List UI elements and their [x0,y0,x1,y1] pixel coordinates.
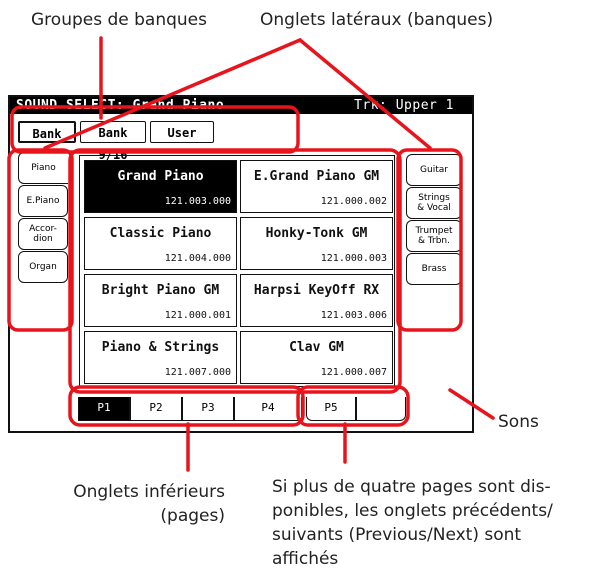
side-tab-brass[interactable]: Brass [406,253,462,285]
sound-number: 121.000.002 [320,196,387,207]
callout-more-pages-line4: affichés [272,549,339,569]
page-tab-p5[interactable]: P5 [306,397,356,421]
title-bar: SOUND SELECT: Grand Piano Trk: Upper 1 [10,97,472,114]
callout-sounds: Sons [498,412,539,432]
side-tab-strings-vocal[interactable]: Strings & Vocal [406,187,462,219]
screen-title: SOUND SELECT: Grand Piano [16,98,225,113]
sound-button-grand-piano[interactable]: Grand Piano 121.003.000 [84,160,237,213]
sound-button-egrand-piano-gm[interactable]: E.Grand Piano GM 121.000.002 [240,160,393,213]
sound-number: 121.000.007 [320,367,387,378]
sound-number: 121.000.003 [320,253,387,264]
callout-more-pages: Si plus de quatre pages sont dis- ponibl… [272,475,597,571]
sound-name: Harpsi KeyOff RX [253,283,380,298]
bank-tab-9-16[interactable]: Bank 9/16 [80,121,146,162]
sound-name: Grand Piano [117,169,204,184]
page-tab-p4[interactable]: P4 [234,397,302,421]
sound-button-piano-strings[interactable]: Piano & Strings 121.007.000 [84,331,237,384]
bank-tab-user[interactable]: User [150,121,214,143]
bank-tab-1-8[interactable]: Bank 1/8 [18,121,76,163]
sound-button-honky-tonk-gm[interactable]: Honky-Tonk GM 121.000.003 [240,217,393,270]
side-tab-guitar[interactable]: Guitar [406,154,462,186]
sound-number: 121.000.001 [164,310,231,321]
sound-name: Piano & Strings [101,340,220,355]
callout-bottom-tabs: Onglets inférieurs (pages) [45,480,225,528]
sound-button-clav-gm[interactable]: Clav GM 121.000.007 [240,331,393,384]
callout-bottom-tabs-line1: Onglets inférieurs [73,482,225,502]
sound-name: E.Grand Piano GM [253,169,380,184]
sound-name: Clav GM [289,340,344,355]
sound-name: Bright Piano GM [101,283,220,298]
sound-button-classic-piano[interactable]: Classic Piano 121.004.000 [84,217,237,270]
side-tab-trumpet-trbn[interactable]: Trumpet & Trbn. [406,220,462,252]
callout-more-pages-line3: suivants (Previous/Next) sont [272,525,522,545]
callout-side-tabs: Onglets latéraux (banques) [260,10,494,30]
sound-number: 121.004.000 [164,253,231,264]
callout-more-pages-line1: Si plus de quatre pages sont dis- [272,477,551,497]
side-tab-accordion[interactable]: Accor- dion [18,218,68,250]
side-tab-epiano[interactable]: E.Piano [18,185,68,217]
callout-bottom-tabs-line2: (pages) [160,506,225,526]
sound-number: 121.003.000 [164,196,231,207]
sound-name: Honky-Tonk GM [265,226,368,241]
side-tab-piano[interactable]: Piano [18,152,68,184]
side-tab-organ[interactable]: Organ [18,251,68,283]
callout-more-pages-line2: ponibles, les onglets précédents/ [272,501,553,521]
sound-grid: Grand Piano 121.003.000 E.Grand Piano GM… [79,155,395,387]
track-label: Trk: Upper 1 [354,98,454,113]
sound-name: Classic Piano [109,226,212,241]
sound-number: 121.007.000 [164,367,231,378]
sound-button-bright-piano-gm[interactable]: Bright Piano GM 121.000.001 [84,274,237,327]
page-tab-p1[interactable]: P1 [78,397,130,421]
sound-number: 121.003.006 [320,310,387,321]
page-tab-next[interactable] [356,397,406,421]
page-tab-p3[interactable]: P3 [182,397,234,421]
sound-button-harpsi-keyoff-rx[interactable]: Harpsi KeyOff RX 121.003.006 [240,274,393,327]
callout-bank-groups: Groupes de banques [31,10,207,30]
sound-select-screen: SOUND SELECT: Grand Piano Trk: Upper 1 B… [8,95,474,433]
page-tab-p2[interactable]: P2 [130,397,182,421]
